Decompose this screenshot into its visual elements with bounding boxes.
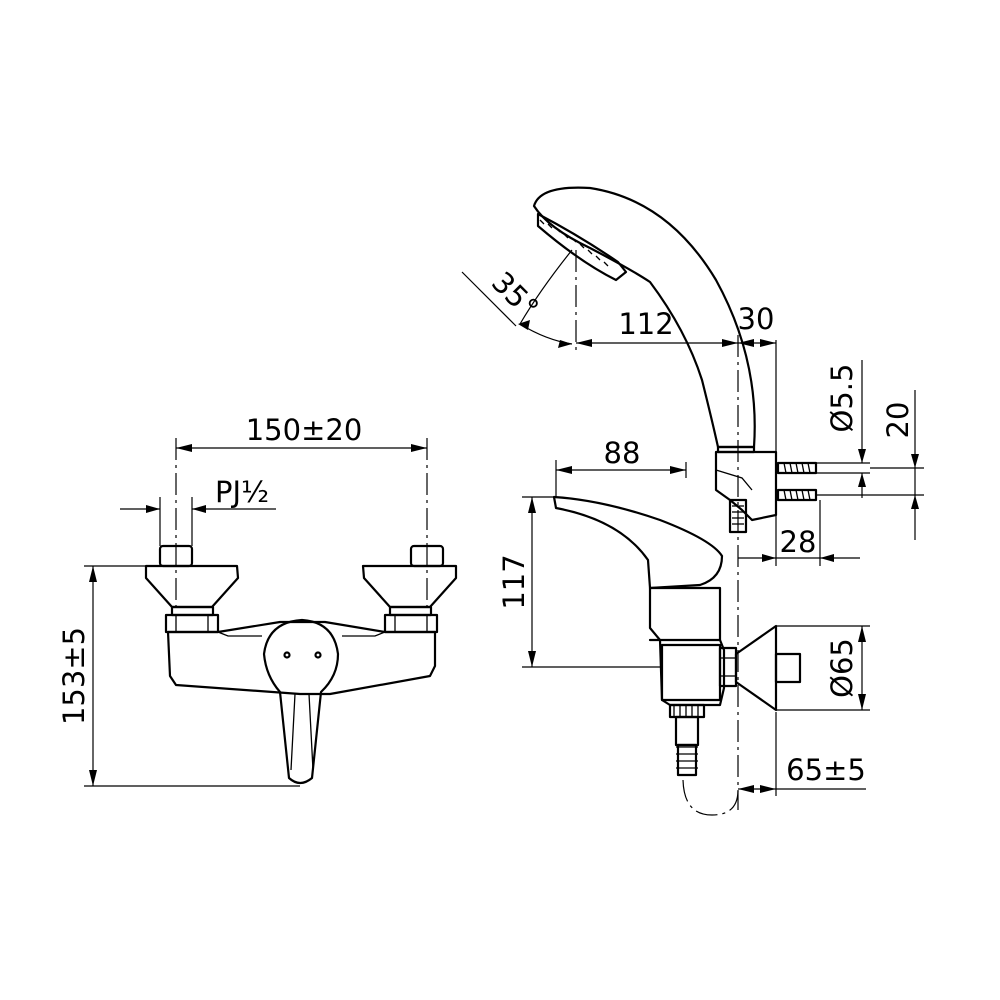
hose-path [682, 779, 739, 816]
wall-offset-dimension: 65±5 [738, 712, 866, 796]
spout-reach-dimension: 112 30 [576, 302, 777, 452]
angle-dim-label: 35° [485, 265, 545, 325]
mixer-body [166, 620, 437, 696]
bracket-dimension: 28 [738, 500, 860, 566]
front-lever-handle[interactable] [262, 618, 340, 785]
width-dimension: 150±20 [176, 413, 427, 452]
height-dim-label: 153±5 [57, 627, 91, 725]
side-view: 35° 112 30 Ø5.5 [461, 186, 924, 816]
right-inlet-fitting [361, 544, 458, 634]
reach-dim-label: 112 [618, 307, 673, 341]
height-dimension: 153±5 [57, 565, 300, 787]
screw-dia-label: Ø5.5 [825, 364, 859, 433]
front-view: 150±20 PJ½ 153±5 [57, 413, 458, 787]
flange-dia-label: Ø65 [825, 638, 859, 698]
screw-diameter-dimension: Ø5.5 [816, 360, 870, 498]
side-lever-handle[interactable] [552, 495, 724, 590]
outlet-nut [668, 703, 706, 719]
thread-dimension: PJ½ [120, 475, 276, 546]
handle-height-label: 117 [497, 554, 531, 609]
left-inlet-fitting [144, 544, 240, 634]
wall-offset-label: 65±5 [786, 753, 866, 787]
handle-dim-label: 88 [604, 436, 641, 470]
flange-diameter-dimension: Ø65 [776, 625, 870, 711]
spray-angle-dimension: 35° [461, 249, 573, 348]
shower-bracket [714, 450, 818, 534]
handle-reach-dimension: 88 [555, 436, 687, 497]
thread-dim-label: PJ½ [215, 475, 269, 509]
pitch-dim-label: 20 [881, 402, 915, 439]
handle-height-dimension: 117 [497, 496, 662, 668]
screw-pitch-dimension: 20 [816, 390, 924, 540]
width-dim-label: 150±20 [246, 413, 363, 447]
bracket-dim-label: 28 [780, 525, 817, 559]
side-mixer-body [552, 495, 802, 777]
offset-dim-label: 30 [738, 302, 775, 336]
